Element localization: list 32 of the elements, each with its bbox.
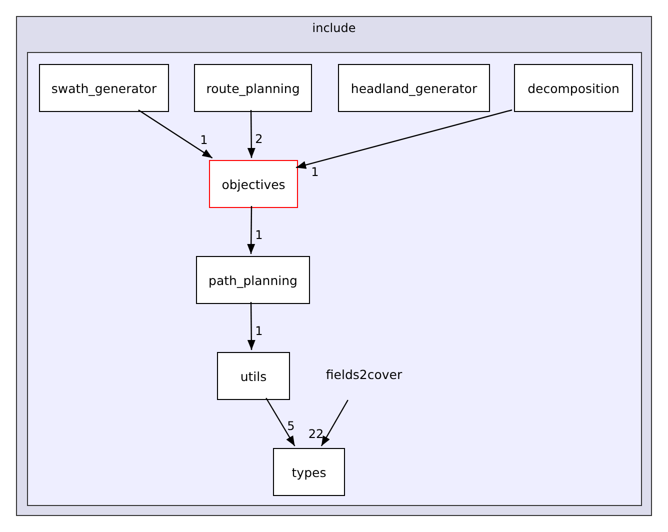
- dependency-arrow: [247, 110, 256, 158]
- edge-label: 1: [255, 325, 263, 337]
- directory-name: fields2cover: [326, 366, 402, 382]
- directory-name: types: [292, 464, 326, 480]
- directory-name: headland_generator: [350, 80, 478, 96]
- dependency-arrow: [247, 302, 256, 350]
- dependency-arrow: [296, 109, 512, 169]
- directory-name: swath_generator: [51, 80, 157, 96]
- directory-box: [338, 64, 490, 112]
- dependency-arrow: [247, 206, 256, 254]
- dependency-arrow: [138, 110, 213, 158]
- directory-name: route_planning: [206, 80, 300, 96]
- directory-box: [209, 160, 298, 208]
- directory-box: [196, 256, 310, 304]
- directory-box: [217, 352, 290, 400]
- cluster-title: include: [311, 21, 357, 35]
- edge-label: 22: [308, 428, 324, 440]
- directory-box: [514, 64, 633, 112]
- dependency-arrow: [266, 398, 296, 446]
- directory-name: path_planning: [208, 272, 298, 288]
- directory-name: decomposition: [528, 80, 620, 96]
- edge-label: 1: [255, 229, 263, 241]
- directory-box: [273, 448, 345, 496]
- edge-label: 1: [311, 166, 319, 178]
- dependency-arrow: [320, 400, 348, 446]
- directory-box: [194, 64, 312, 112]
- directory-box: [39, 64, 169, 112]
- directory-name: utils: [240, 368, 267, 384]
- directory-name: objectives: [222, 176, 286, 192]
- edge-label: 2: [255, 133, 263, 145]
- edge-label: 1: [200, 134, 208, 146]
- edge-label: 5: [287, 420, 295, 432]
